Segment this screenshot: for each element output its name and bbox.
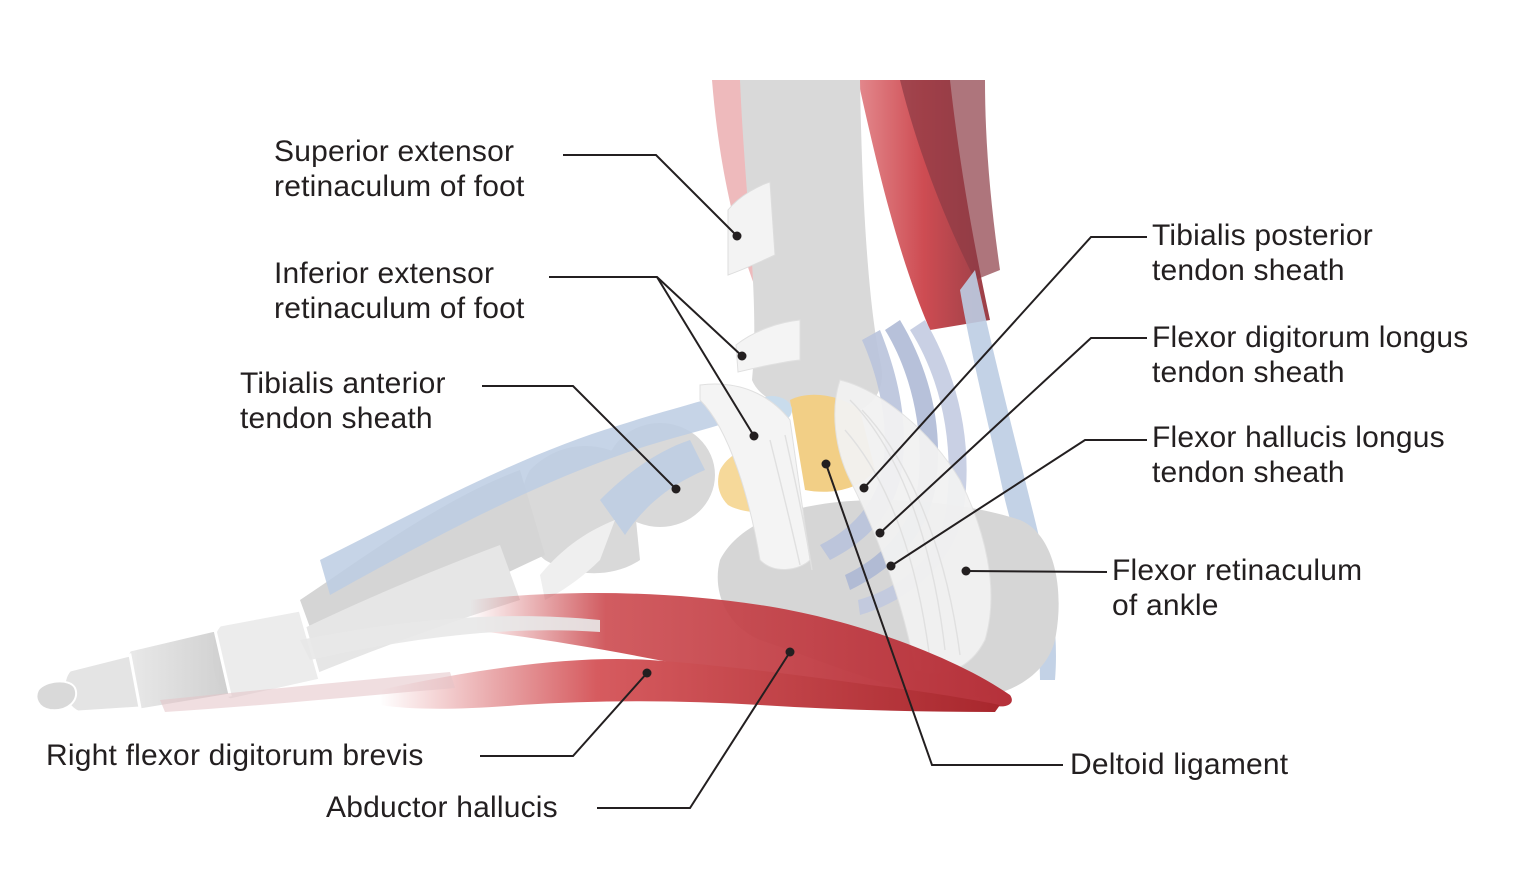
label-line: Tibialis posterior — [1152, 219, 1373, 252]
leader-fdb — [480, 672, 648, 757]
anchor-dots — [642, 231, 971, 678]
label-line: tendon sheath — [1152, 456, 1345, 489]
leader-abductor — [597, 651, 791, 809]
leader-fdl — [879, 337, 1147, 534]
leader-flexor-retinaculum — [965, 570, 1108, 573]
leader-tibialis-posterior — [863, 236, 1147, 489]
leader-inferior-extensor-2 — [656, 276, 755, 437]
superior-extensor-retinaculum-shape — [727, 181, 776, 276]
label-flexor-digitorum-brevis: Right flexor digitorum brevis — [46, 739, 424, 772]
plantar-muscles — [160, 593, 1012, 712]
abductor-hallucis-shape — [470, 593, 1012, 707]
label-line: Tibialis anterior — [240, 367, 446, 400]
label-tibialis-posterior: Tibialis posterior tendon sheath — [1152, 218, 1373, 288]
label-inferior-extensor-retinaculum: Inferior extensor retinaculum of foot — [274, 256, 525, 326]
label-flexor-hallucis-longus: Flexor hallucis longus tendon sheath — [1152, 420, 1445, 490]
label-line: tendon sheath — [240, 402, 433, 435]
label-line: Superior extensor — [274, 135, 515, 168]
leader-deltoid — [825, 463, 1063, 766]
label-line: retinaculum of foot — [274, 170, 525, 203]
inferior-extensor-retinaculum-shape — [699, 319, 811, 570]
label-line: tendon sheath — [1152, 254, 1345, 287]
leader-inferior-extensor — [549, 276, 743, 357]
label-line: tendon sheath — [1152, 356, 1345, 389]
label-line: Flexor retinaculum — [1112, 554, 1363, 587]
flexor-digitorum-brevis-shape — [380, 659, 1000, 712]
phalanges — [35, 608, 322, 714]
leader-tibialis-anterior — [482, 385, 677, 490]
leader-lines — [480, 154, 1147, 809]
label-flexor-retinaculum: Flexor retinaculum of ankle — [1112, 553, 1362, 623]
label-deltoid-ligament: Deltoid ligament — [1070, 748, 1289, 781]
label-flexor-digitorum-longus: Flexor digitorum longus tendon sheath — [1152, 320, 1468, 390]
label-abductor-hallucis: Abductor hallucis — [326, 791, 558, 824]
label-line: Flexor digitorum longus — [1152, 321, 1469, 354]
retinaculum-fibers — [769, 399, 961, 661]
label-superior-extensor-retinaculum: Superior extensor retinaculum of foot — [274, 134, 525, 204]
label-line: of ankle — [1112, 589, 1219, 622]
leader-superior-extensor — [563, 154, 738, 237]
label-line: Inferior extensor — [274, 257, 495, 290]
leader-fhl — [890, 439, 1147, 567]
label-tibialis-anterior: Tibialis anterior tendon sheath — [240, 366, 446, 436]
label-line: retinaculum of foot — [274, 292, 525, 325]
label-line: Flexor hallucis longus — [1152, 421, 1445, 454]
